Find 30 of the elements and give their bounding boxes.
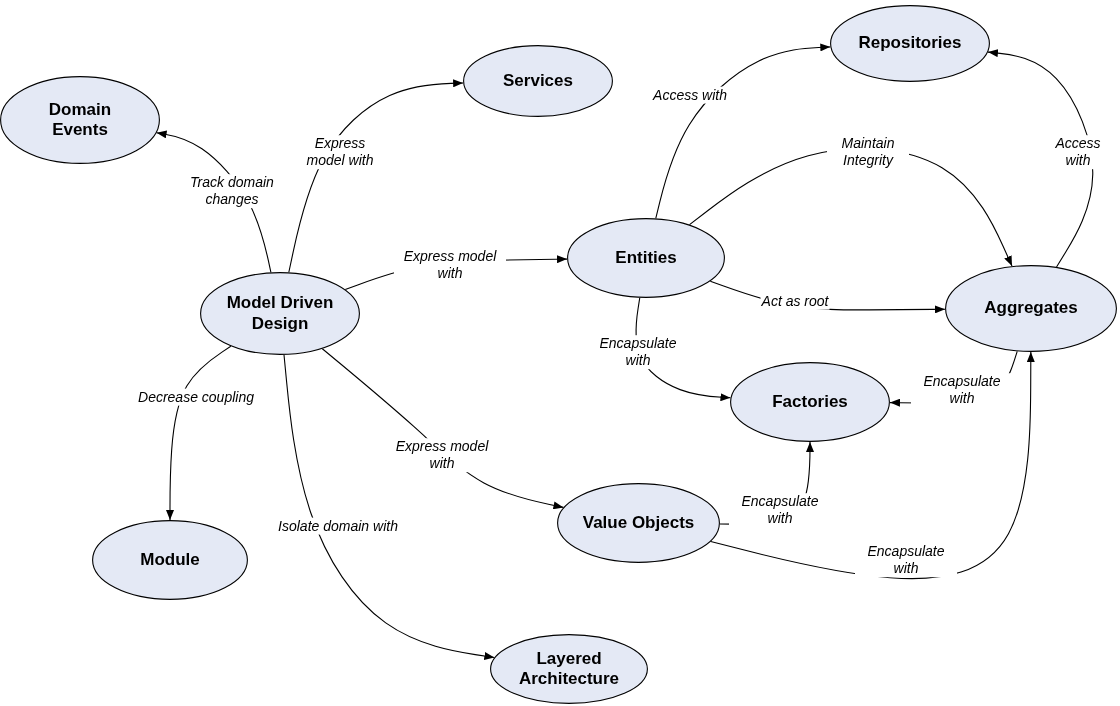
concept-ellipse [567,218,725,298]
node-label: Aggregates [984,298,1078,319]
arrow [166,345,232,521]
concept-ellipse [557,483,720,563]
concept-ellipse [830,5,990,82]
node-label: Module [140,549,200,571]
node-label: Factories [772,391,848,413]
edge-label: Access with [1054,135,1102,169]
node-label: Value Objects [582,512,695,534]
edge-label: Encapsulate with [855,543,957,577]
edge-label: Decrease coupling [137,388,255,406]
concept-ellipse [945,265,1117,352]
arrow [283,354,495,660]
node-label: Domain Events [47,99,113,141]
concept-ellipse [730,362,890,442]
node-label: Repositories [858,33,962,54]
node-label: Entities [615,247,677,269]
edge-label: Isolate domain with [277,517,399,535]
concept-ellipse [200,272,360,355]
edge-label: Maintain Integrity [827,135,909,169]
node-label: Layered Architecture [517,648,621,690]
concept-ellipse [0,76,160,164]
concept-ellipse [463,45,613,117]
concept-ellipse [490,634,648,704]
edge-label: Encapsulate with [911,373,1013,407]
concept-ellipse [92,520,248,600]
node-label: Model Driven Design [225,293,335,334]
edge-label: Access with [652,86,728,104]
node-label: Services [503,70,573,92]
arrow [655,43,831,219]
